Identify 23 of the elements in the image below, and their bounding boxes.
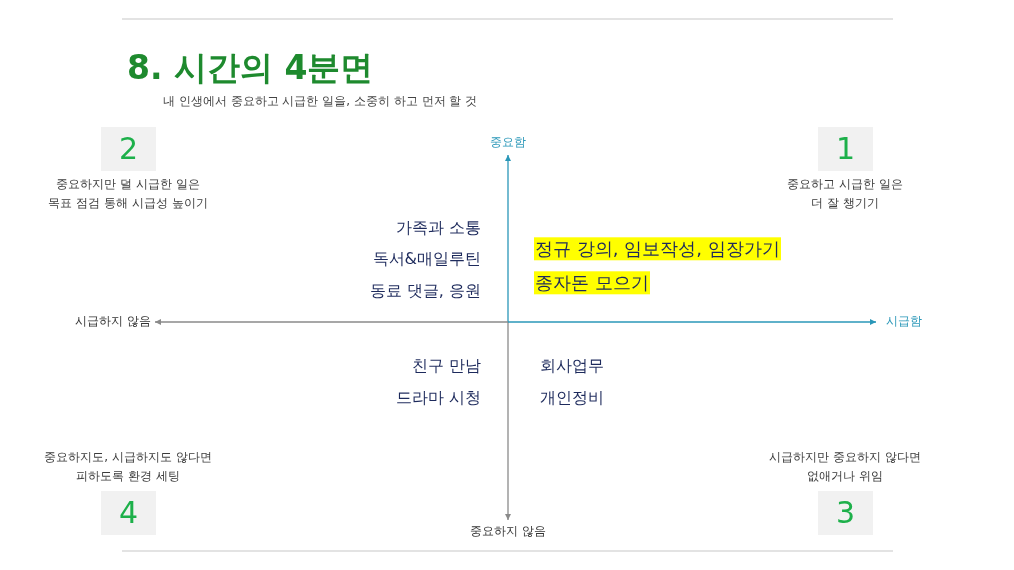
axis-label: 중요함 [490, 135, 526, 151]
task-item: 독서&매일루틴 [372, 248, 481, 270]
subtitle: 내 인생에서 중요하고 시급한 일을, 소중히 하고 먼저 할 것 [163, 94, 478, 110]
task-item: 개인정비 [540, 387, 604, 409]
task-item: 회사업무 [540, 355, 604, 377]
axis-label: 시급하지 않음 [75, 314, 151, 330]
quadrant-note: 시급하지만 중요하지 않다면 없애거나 위임 [769, 449, 921, 485]
quadrant-number-tile: 4 [101, 491, 156, 535]
quadrant-number-tile: 2 [101, 127, 156, 171]
diagram-title: 8. 시간의 4분면 [127, 50, 374, 87]
task-item: 드라마 시청 [395, 387, 481, 409]
quadrant-number-tile: 3 [818, 491, 873, 535]
quadrant-note: 중요하지만 덜 시급한 일은 목표 점검 통해 시급성 높이기 [48, 176, 208, 212]
quadrant-number-tile: 1 [818, 127, 873, 171]
task-item: 친구 만남 [411, 355, 481, 377]
task-item: 가족과 소통 [395, 217, 481, 239]
highlighted-task: 정규 강의, 임보작성, 임장가기 [534, 237, 781, 261]
quadrant-note: 중요하지도, 시급하지도 않다면 피하도록 환경 세팅 [44, 449, 212, 485]
axis-label: 중요하지 않음 [470, 524, 546, 540]
quadrant-note: 중요하고 시급한 일은 더 잘 챙기기 [787, 176, 903, 212]
axis-label: 시급함 [886, 314, 922, 330]
highlighted-task: 종자돈 모으기 [534, 271, 650, 295]
task-item: 동료 댓글, 응원 [369, 280, 481, 302]
